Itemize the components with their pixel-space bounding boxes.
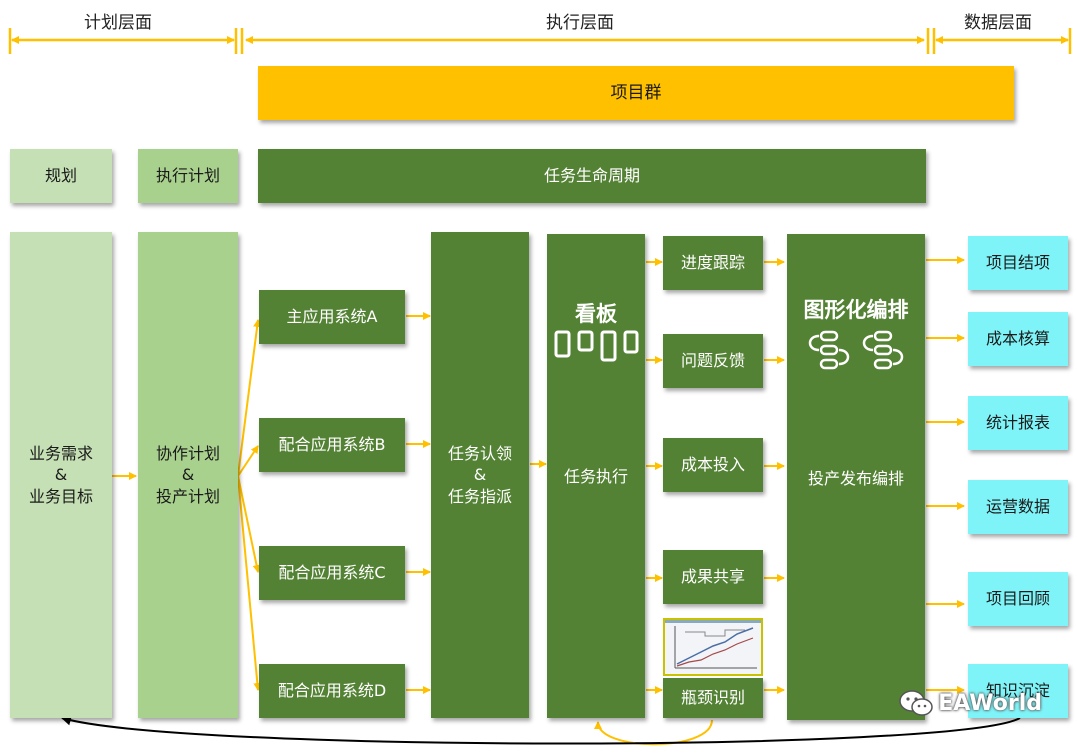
requirement-amp: &: [54, 465, 68, 485]
progress-tracking-box: 进度跟踪: [663, 236, 763, 290]
output-statistics-report: 统计报表: [968, 396, 1068, 450]
header-data: 数据层面: [964, 13, 1032, 33]
collab-plan-line2: 投产计划: [155, 486, 220, 506]
header-exec: 执行层面: [546, 13, 614, 33]
task-claim-line1: 任务认领: [447, 443, 512, 463]
collab-plan-box: 协作计划 & 投产计划: [138, 232, 238, 718]
result-sharing-box: 成果共享: [663, 550, 763, 604]
orchestration-label: 投产发布编排: [807, 469, 904, 488]
collab-plan-line1: 协作计划: [155, 443, 220, 463]
orchestration-flow-icon: [808, 330, 904, 370]
arrow-plan-to-sys-d: [237, 475, 262, 691]
output-ops-data: 运营数据: [968, 480, 1068, 534]
task-claim-box: 任务认领 & 任务指派: [431, 232, 529, 718]
task-lifecycle-bar: 任务生命周期: [258, 149, 926, 203]
watermark: EAWorld: [898, 688, 1042, 718]
system-d-box: 配合应用系统D: [259, 664, 405, 718]
arrow-bottleneck-loop: [594, 719, 713, 746]
business-requirement-box: 业务需求 & 业务目标: [10, 232, 112, 718]
issue-feedback-box: 问题反馈: [663, 334, 763, 388]
header-span-data: [932, 28, 1072, 54]
output-project-close: 项目结项: [968, 236, 1068, 290]
output-cost-accounting: 成本核算: [968, 312, 1068, 366]
kanban-label: 任务执行: [563, 467, 628, 486]
header-plan: 计划层面: [84, 13, 152, 33]
arrow-plan-to-sys-c: [237, 475, 261, 573]
collab-plan-amp: &: [181, 465, 195, 485]
exec-plan-box: 执行计划: [138, 149, 238, 203]
arrow-plan-to-sys-b: [237, 445, 259, 477]
header-span-exec: [240, 28, 930, 54]
arrow-plan-to-sys-a: [237, 319, 262, 477]
orchestration-title: 图形化编排: [803, 298, 909, 322]
watermark-text: EAWorld: [938, 690, 1042, 716]
kanban-columns-icon: [554, 330, 639, 362]
output-knowledge: 知识沉淀: [968, 664, 1068, 718]
system-a-box: 主应用系统A: [259, 290, 405, 344]
requirement-line1: 业务需求: [28, 443, 93, 463]
output-project-review: 项目回顾: [968, 572, 1068, 626]
bottleneck-chart-thumbnail: [663, 618, 763, 676]
header-span-plan: [8, 28, 238, 54]
project-group-bar: 项目群: [258, 66, 1014, 120]
cost-input-box: 成本投入: [663, 438, 763, 492]
task-claim-line2: 任务指派: [447, 486, 512, 506]
wechat-icon: [899, 690, 933, 716]
system-b-box: 配合应用系统B: [259, 418, 405, 472]
kanban-box: 看板 任务执行: [547, 234, 645, 718]
orchestration-box: 图形化编排 投产发布编排: [787, 234, 925, 720]
kanban-title: 看板: [575, 302, 617, 326]
plan-box: 规划: [10, 149, 112, 203]
system-c-box: 配合应用系统C: [259, 546, 405, 600]
bottleneck-identify-box: 瓶颈识别: [663, 678, 763, 718]
requirement-line2: 业务目标: [28, 486, 93, 506]
arrow-knowledge-feedback: [61, 715, 1021, 745]
task-claim-amp: &: [473, 465, 487, 485]
